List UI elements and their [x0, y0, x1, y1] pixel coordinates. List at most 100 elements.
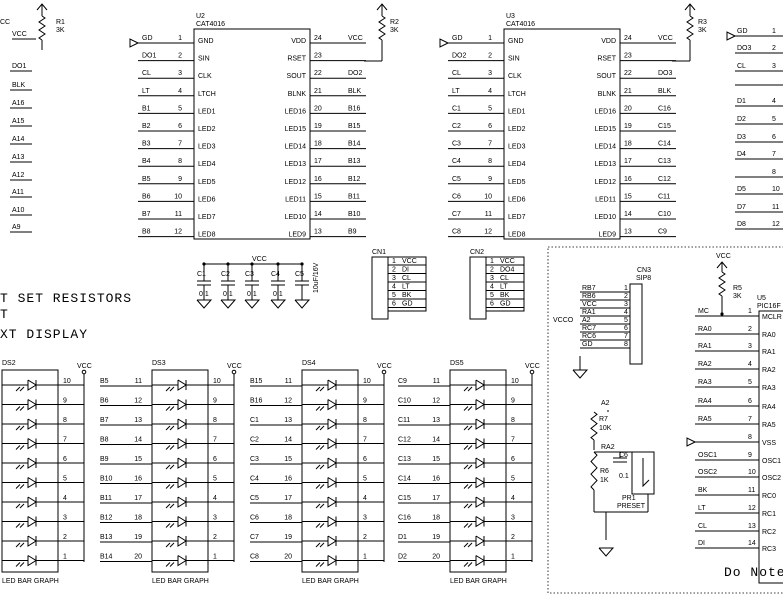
bargraph-pin-number: 9 [63, 398, 67, 405]
pin-number: 12 [484, 229, 492, 236]
led-emission-arrow [319, 445, 325, 450]
mcu-pin-name: RA5 [762, 422, 776, 429]
pin-number: 1 [178, 35, 182, 42]
bargraph-pin-number: 3 [363, 515, 367, 522]
capacitor-value: 0.1 [247, 291, 257, 298]
pin-name: LED6 [198, 196, 216, 203]
c6-ref: C6 [619, 452, 628, 459]
led-emission-arrow [463, 406, 469, 411]
led-emission-arrow [315, 386, 321, 392]
right-net-label: D2 [737, 116, 746, 123]
led-emission-arrow [15, 445, 21, 450]
led-emission-arrow [169, 503, 175, 509]
pin-number: 9 [488, 176, 492, 183]
net-label: B6 [142, 193, 151, 200]
bargraph-pin-number: 12 [134, 398, 142, 405]
bargraph-pin-number: 5 [63, 476, 67, 483]
led-emission-arrow [319, 406, 325, 411]
cn3-ref: CN3 [637, 267, 651, 274]
led-emission-arrow [19, 464, 25, 470]
capacitor-ref: C1 [197, 271, 206, 278]
led-emission-arrow [319, 503, 325, 509]
pin-number: 12 [174, 229, 182, 236]
pin-name: SOUT [597, 73, 617, 80]
pin-number: 10 [484, 193, 492, 200]
bargraph-pin-number: 7 [213, 437, 217, 444]
led-emission-arrow [15, 425, 21, 431]
pin-name: LED15 [595, 126, 617, 133]
led-emission-arrow [315, 445, 321, 450]
net-label: B14 [348, 141, 361, 148]
mcu-pin-name: RC1 [762, 511, 776, 518]
pin-number: 5 [178, 105, 182, 112]
led-emission-arrow [19, 562, 25, 567]
led-emission-arrow [315, 484, 321, 489]
bargraph-pin-number: 7 [363, 437, 367, 444]
r6-value: 1K [600, 477, 609, 484]
pin-name: LED16 [595, 108, 617, 115]
cn3-pin-number: 3 [624, 301, 628, 308]
pin-name: GND [508, 38, 524, 45]
pin-number: 9 [178, 176, 182, 183]
bargraph-pin-number: 15 [432, 456, 440, 463]
bargraph-pin-number: 20 [284, 554, 292, 561]
bargraph-net-label: C5 [250, 495, 259, 502]
pin-name: LED6 [508, 196, 526, 203]
connector-ref: CN1 [372, 249, 386, 256]
pin-name: LED5 [508, 179, 526, 186]
pin-number: 16 [624, 176, 632, 183]
net-label: C4 [452, 158, 461, 165]
capacitor-value: 10uF/16V [313, 262, 320, 293]
connector-pin-name: LT [500, 284, 508, 291]
bargraph-body [449, 369, 507, 573]
mcu-pin-name: RA2 [762, 367, 776, 374]
net-label: GD [142, 35, 153, 42]
vcc-pin-circle [381, 369, 387, 375]
mcu-net-label: OSC2 [698, 469, 717, 476]
right-net-label: D1 [737, 98, 746, 105]
pin-name: LED10 [285, 214, 307, 221]
pin-number: 13 [748, 523, 756, 530]
bargraph-net-label: C3 [250, 456, 259, 463]
bargraph-pin-number: 2 [363, 534, 367, 541]
bargraph-net-label: B10 [100, 476, 113, 483]
cn3-pin-number: 2 [624, 293, 628, 300]
pin-name: VDD [291, 38, 306, 45]
gnd-arrow-symbol [686, 437, 696, 447]
pin-number: 12 [748, 505, 756, 512]
pin-number: 11 [175, 211, 182, 218]
pin-name: VDD [601, 38, 616, 45]
led-emission-arrow [169, 542, 175, 548]
led-emission-arrow [169, 406, 175, 411]
led-emission-arrow [165, 523, 171, 528]
pin-number: 10 [174, 193, 182, 200]
pin-number: 8 [488, 158, 492, 165]
pin-name: LED7 [198, 214, 216, 221]
right-net-label: DO3 [737, 45, 752, 52]
pin-name: LED13 [285, 161, 307, 168]
bargraph-net-label: C1 [250, 417, 259, 424]
mcu-net-label: RA2 [698, 361, 712, 368]
net-label: C6 [452, 193, 461, 200]
net-label: B1 [142, 105, 151, 112]
cap-vcc-label: VCC [252, 256, 267, 263]
net-label: BLK [348, 88, 362, 95]
bargraph-pin-number: 7 [511, 437, 515, 444]
note-text: XT DISPLAY [0, 327, 88, 342]
bargraph-pin-number: 13 [284, 417, 292, 424]
pin-number: 2 [178, 53, 182, 60]
bargraph-pin-number: 11 [285, 378, 292, 385]
pin-number: 7 [488, 141, 492, 148]
mcu-pin-name: RA1 [762, 349, 776, 356]
pin-number: 15 [314, 193, 322, 200]
cn3-net: VCC [582, 301, 597, 308]
bargraph-net-label: C16 [398, 515, 411, 522]
led-emission-arrow [165, 542, 171, 548]
pin-number: 13 [314, 229, 322, 236]
left-net-label: A9 [12, 224, 21, 231]
mcu-net-label: MC [698, 308, 709, 315]
mcu-part: PIC16F [757, 303, 781, 310]
cn3-net: GD [582, 341, 593, 348]
pin-name: CLK [508, 73, 522, 80]
pin-number: 15 [624, 193, 632, 200]
